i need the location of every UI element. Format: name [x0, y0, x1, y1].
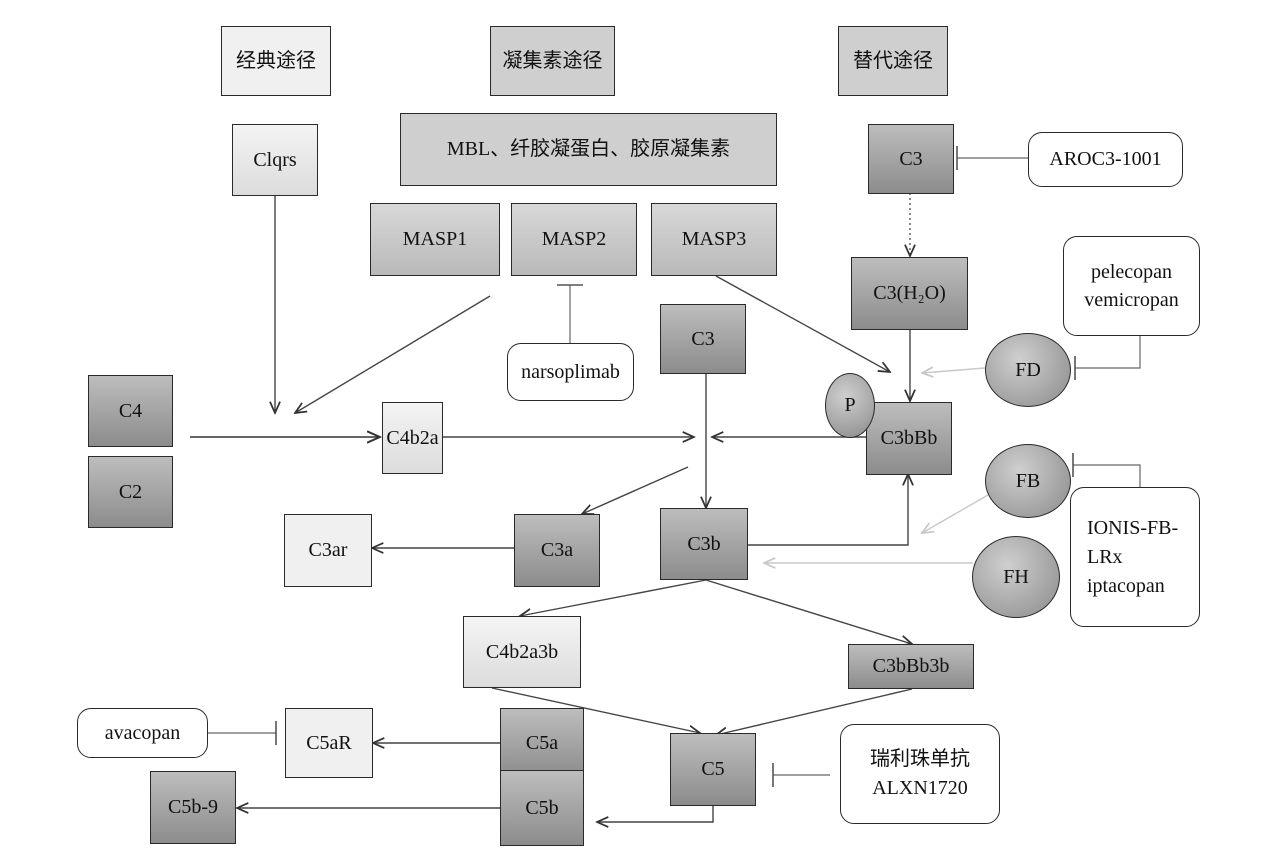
- inhibit-ionis-stem: [1073, 464, 1141, 487]
- node-c4b2a3b: C4b2a3b: [463, 616, 581, 688]
- factor-fh-circle: FH: [972, 536, 1060, 618]
- arrow-fd-light: [922, 368, 986, 373]
- drug-narsoplimab: narsoplimab: [507, 343, 634, 401]
- header-classical-pathway: 经典途径: [221, 26, 331, 96]
- drug-pelecopan-vemicropan: pelecopan vemicropan: [1063, 236, 1200, 336]
- node-c5: C5: [670, 733, 756, 806]
- header-lectin-pathway: 凝集素途径: [490, 26, 615, 96]
- inhibit-pelecopan-stem: [1075, 335, 1141, 369]
- node-c2: C2: [88, 456, 173, 528]
- arrow-c5-to-c5b: [597, 806, 714, 822]
- node-c4b2a: C4b2a: [382, 402, 443, 474]
- node-c3-alternative: C3: [868, 124, 954, 194]
- node-mbl: MBL、纤胶凝蛋白、胶原凝集素: [400, 113, 777, 186]
- node-masp1: MASP1: [370, 203, 500, 276]
- arrow-c3b-to-c4b2a3b: [520, 579, 707, 616]
- factor-p-circle: P: [825, 373, 875, 438]
- node-c3-center: C3: [660, 304, 746, 374]
- node-c1qrs: Clqrs: [232, 124, 318, 196]
- node-masp2: MASP2: [511, 203, 637, 276]
- arrow-fb-light: [922, 494, 989, 533]
- drug-aroc3-1001: AROC3-1001: [1028, 132, 1183, 187]
- arrow-masp-to-convergence: [295, 295, 491, 413]
- factor-fd-circle: FD: [985, 333, 1071, 407]
- header-alternative-pathway: 替代途径: [838, 26, 948, 96]
- arrow-c3bbb3b-to-c5: [716, 688, 913, 735]
- node-c3h2o: C3(H₂O): [851, 257, 968, 330]
- node-c3b: C3b: [660, 508, 748, 580]
- node-c5b: C5b: [500, 770, 584, 846]
- arrow-c4b2a3b-to-c5: [491, 687, 700, 733]
- drug-avacopan: avacopan: [77, 708, 208, 758]
- node-masp3: MASP3: [651, 203, 777, 276]
- arrow-to-c3a: [582, 466, 689, 514]
- arrow-masp3-to-c3bbb: [715, 275, 890, 372]
- arrow-c3b-to-c3bbb3b: [705, 579, 912, 644]
- node-c3bbb: C3bBb: [866, 402, 952, 475]
- factor-fb-circle: FB: [985, 444, 1071, 518]
- node-c3ar: C3ar: [284, 514, 372, 587]
- node-c5ar: C5aR: [285, 708, 373, 778]
- node-c5a: C5a: [500, 708, 584, 778]
- arrow-c3b-to-c3bbb: [748, 474, 908, 546]
- drug-ravulizumab-alxn1720: 瑞利珠单抗 ALXN1720: [840, 724, 1000, 824]
- node-c4: C4: [88, 375, 173, 447]
- node-c3a: C3a: [514, 514, 600, 587]
- node-c3bbb3b: C3bBb3b: [848, 644, 974, 689]
- node-c5b-9: C5b-9: [150, 771, 236, 844]
- drug-ionis-iptacopan: IONIS-FB- LRx iptacopan: [1070, 487, 1200, 627]
